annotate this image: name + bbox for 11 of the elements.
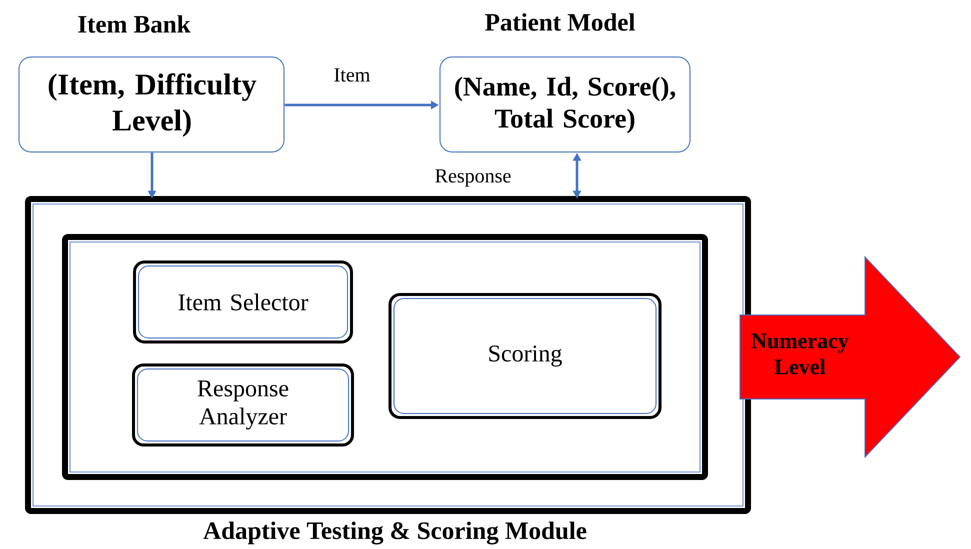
data-box: Item Bank (Item, Difficulty Level) [18, 15, 284, 152]
process-box: Item Selector [133, 260, 353, 344]
node-label: Patient Model [485, 13, 635, 31]
frame-box [62, 234, 708, 480]
process-box: Response Analyzer [132, 364, 354, 446]
node-label: Adaptive Testing & Scoring Module [203, 522, 586, 544]
process-box: Scoring [388, 293, 662, 419]
node-label: Item Bank [78, 15, 191, 33]
data-box: Patient Model (Name, Id, Score(), Total Score) [440, 13, 690, 152]
edge-label: Item [332, 67, 372, 83]
edge-label: Response [434, 168, 512, 188]
